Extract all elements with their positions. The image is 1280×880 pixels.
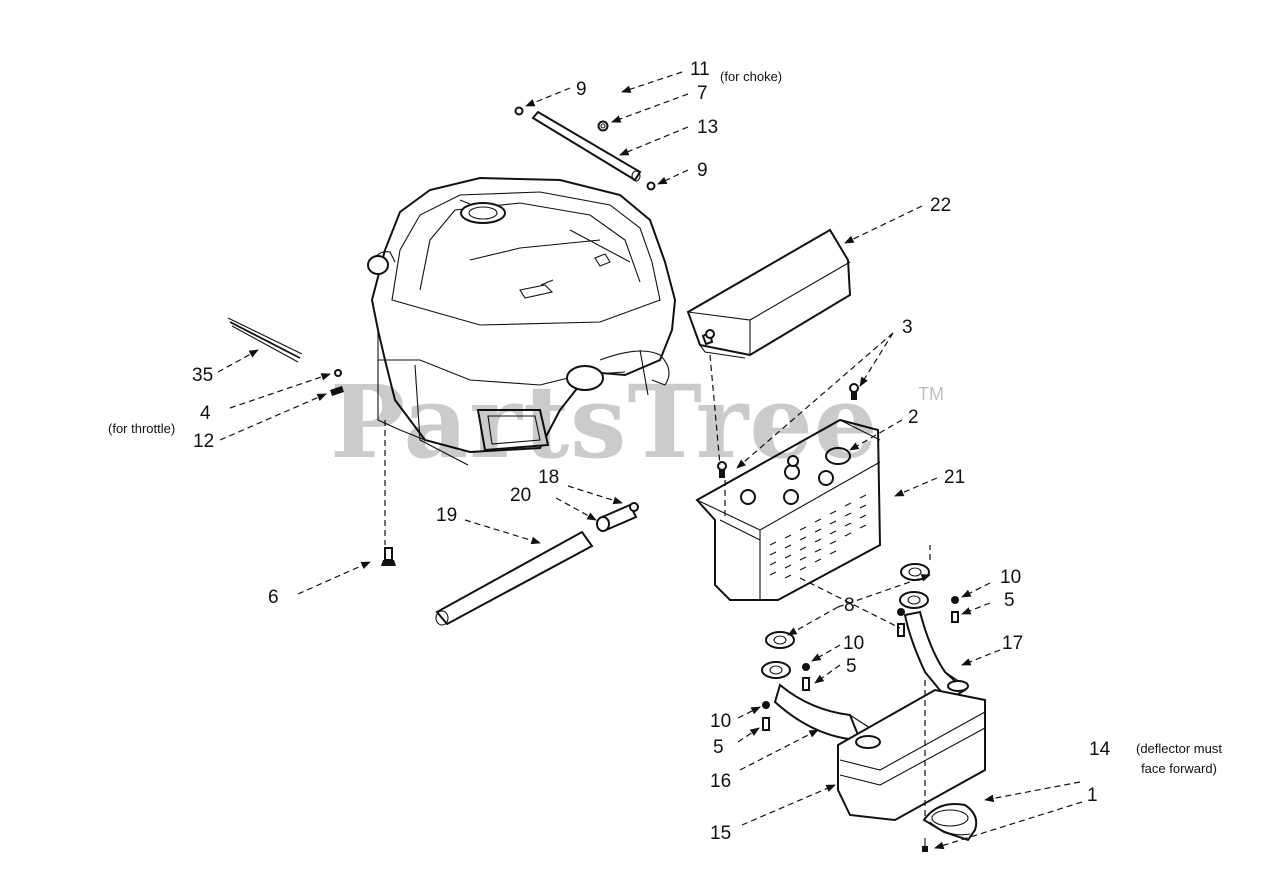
note-deflector-line1: (deflector must: [1136, 741, 1222, 756]
callout-17: 17: [1002, 633, 1024, 654]
callout-8: 8: [844, 595, 855, 616]
engine-assembly: [367, 176, 677, 466]
callout-15: 15: [710, 823, 732, 844]
callout-11: 11: [690, 59, 710, 80]
bolts-and-nuts: [762, 596, 959, 731]
callout-22: 22: [930, 195, 952, 216]
callout-5-left: 5: [713, 737, 724, 758]
throttle-parts: [227, 317, 344, 396]
callout-35: 35: [192, 365, 214, 386]
callout-3: 3: [902, 317, 913, 338]
callout-2: 2: [908, 407, 919, 428]
note-for-choke: (for choke): [720, 69, 783, 84]
callout-5-right: 5: [1004, 590, 1015, 611]
watermark-trademark: TM: [918, 384, 944, 404]
callout-10-left: 10: [710, 711, 732, 732]
callout-16: 16: [710, 771, 732, 792]
leader-lines: [217, 71, 1083, 850]
fuel-parts: [381, 502, 639, 626]
exhaust-pipes: [761, 563, 967, 742]
deflector: [922, 803, 978, 852]
muffler: [837, 680, 986, 822]
note-for-throttle: (for throttle): [108, 421, 176, 436]
note-deflector-line2: face forward): [1141, 761, 1217, 776]
heat-shield: [686, 228, 852, 359]
callout-21: 21: [944, 467, 966, 488]
callout-1: 1: [1087, 785, 1098, 806]
callout-20: 20: [510, 485, 532, 506]
callout-4: 4: [200, 403, 211, 424]
callout-13: 13: [697, 117, 719, 138]
callout-7: 7: [697, 83, 708, 104]
callout-12: 12: [193, 431, 215, 452]
callout-19: 19: [436, 505, 458, 526]
choke-rod: [514, 106, 656, 191]
callout-18: 18: [538, 467, 560, 488]
callout-14: 14: [1089, 739, 1111, 760]
callout-10-right: 10: [1000, 567, 1022, 588]
callout-9-top: 9: [576, 79, 587, 100]
watermark-logo: PartsTree: [330, 363, 879, 481]
callout-9-bottom: 9: [697, 160, 708, 181]
callout-10-middle: 10: [843, 633, 865, 654]
callout-6: 6: [268, 587, 279, 608]
callout-5-middle: 5: [846, 656, 857, 677]
